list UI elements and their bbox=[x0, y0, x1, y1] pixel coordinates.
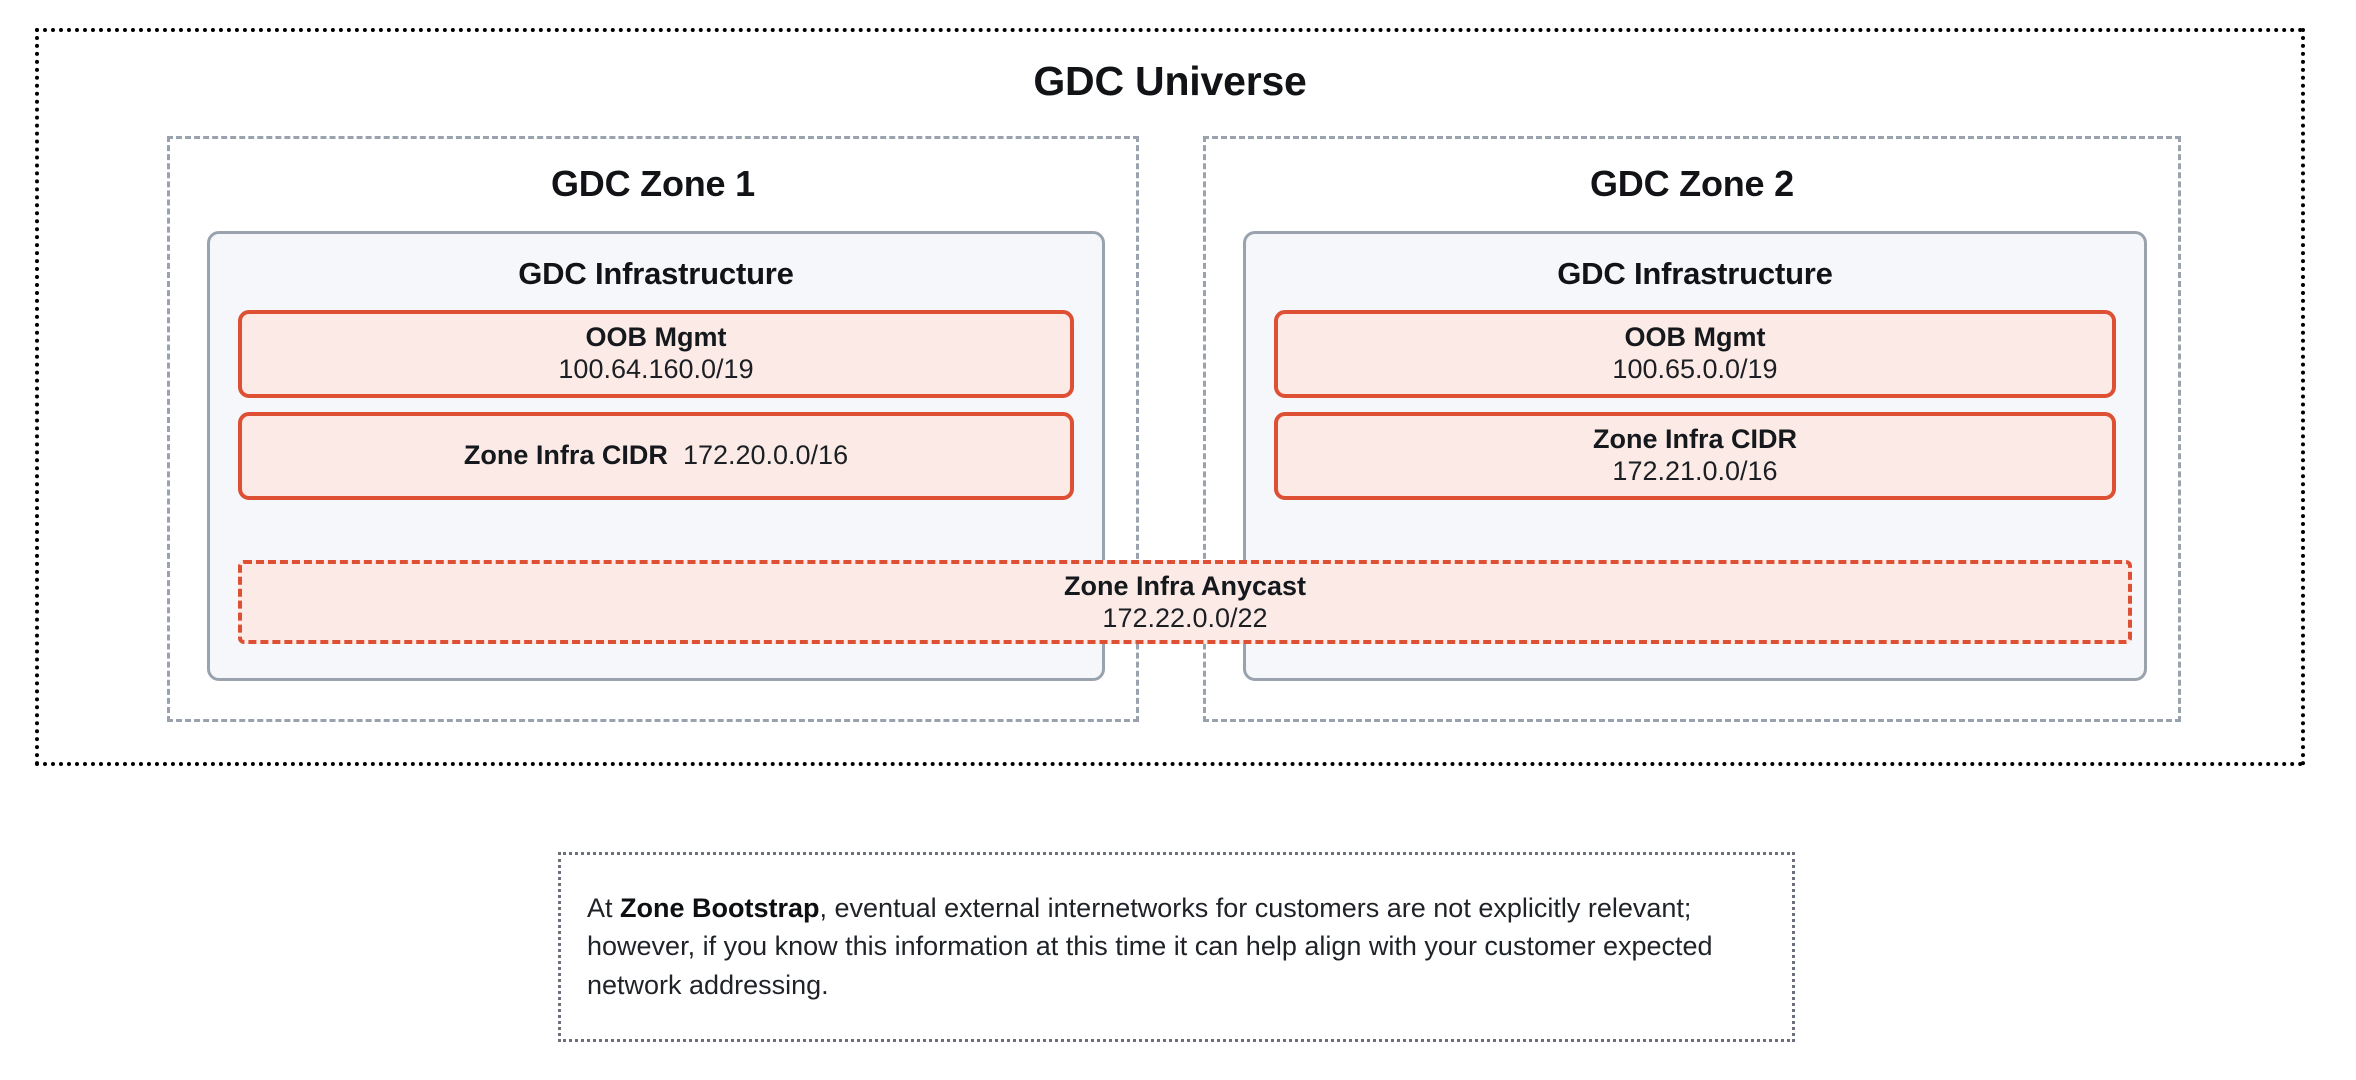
zones-row: GDC Zone 1 GDC Infrastructure OOB Mgmt 1… bbox=[39, 32, 2301, 762]
page-title: GDC Universe bbox=[1033, 58, 1307, 104]
infrastructure-title-1: GDC Infrastructure bbox=[518, 256, 794, 291]
cidr-value: 172.20.0.0/16 bbox=[682, 440, 849, 471]
anycast-value: 172.22.0.0/22 bbox=[1102, 603, 1268, 633]
cidr-label: Zone Infra CIDR bbox=[1592, 424, 1797, 455]
zone-container-2: GDC Zone 2 GDC Infrastructure OOB Mgmt 1… bbox=[1203, 136, 2181, 722]
cidr-inline-row: Zone Infra CIDR 172.20.0.0/16 bbox=[464, 440, 848, 472]
footnote-lead: At bbox=[587, 893, 621, 923]
cidr-block-zone-infra-cidr-zone1: Zone Infra CIDR 172.20.0.0/16 bbox=[238, 412, 1074, 500]
cidr-label: OOB Mgmt bbox=[1624, 322, 1766, 353]
cidr-value: 100.65.0.0/19 bbox=[1612, 354, 1778, 384]
footnote-box: At Zone Bootstrap, eventual external int… bbox=[558, 852, 1795, 1042]
cidr-block-zone-infra-anycast: Zone Infra Anycast 172.22.0.0/22 bbox=[238, 560, 2132, 644]
zone-title-1: GDC Zone 1 bbox=[550, 163, 756, 204]
cidr-label: OOB Mgmt bbox=[585, 322, 727, 353]
cidr-block-oob-mgmt-zone2: OOB Mgmt 100.65.0.0/19 bbox=[1274, 310, 2116, 398]
infrastructure-title-2: GDC Infrastructure bbox=[1557, 256, 1833, 291]
infrastructure-card-2: GDC Infrastructure OOB Mgmt 100.65.0.0/1… bbox=[1243, 231, 2147, 681]
footnote-text: At Zone Bootstrap, eventual external int… bbox=[587, 889, 1766, 1004]
cidr-value: 172.21.0.0/16 bbox=[1612, 456, 1778, 486]
anycast-label: Zone Infra Anycast bbox=[1063, 570, 1307, 601]
cidr-label: Zone Infra CIDR bbox=[463, 440, 676, 471]
zone-title-2: GDC Zone 2 bbox=[1589, 163, 1795, 204]
gdc-universe-container: GDC Universe GDC Zone 1 GDC Infrastructu… bbox=[35, 28, 2305, 766]
cidr-value: 100.64.160.0/19 bbox=[558, 354, 754, 384]
cidr-block-oob-mgmt-zone1: OOB Mgmt 100.64.160.0/19 bbox=[238, 310, 1074, 398]
footnote-emphasis: Zone Bootstrap bbox=[620, 893, 820, 923]
footnote-rest: , eventual external internetworks for cu… bbox=[587, 893, 1713, 1000]
cidr-block-zone-infra-cidr-zone2: Zone Infra CIDR 172.21.0.0/16 bbox=[1274, 412, 2116, 500]
